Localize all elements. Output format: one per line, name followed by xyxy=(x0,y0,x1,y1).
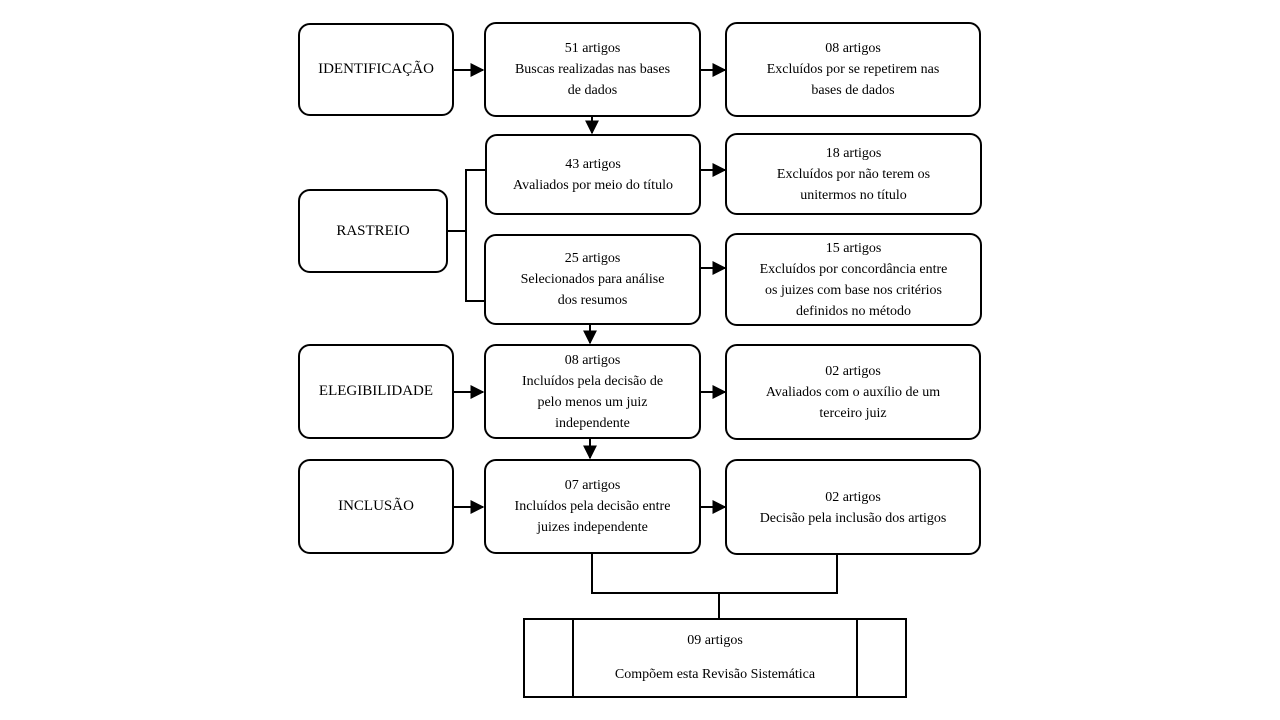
box-count: 02 artigos xyxy=(825,363,881,379)
box-resumos: 25 artigos Selecionados para análise dos… xyxy=(484,234,701,325)
box-text: terceiro juiz xyxy=(819,405,887,421)
stage-identificacao: IDENTIFICAÇÃO xyxy=(298,23,454,116)
box-text: Excluídos por se repetirem nas xyxy=(766,62,940,77)
box-count: 02 artigos xyxy=(825,490,881,505)
rastreio-bracket xyxy=(465,169,486,302)
box-repetidos: 08 artigos Excluídos por se repetirem na… xyxy=(725,22,981,117)
box-text: independente xyxy=(555,415,630,431)
box-text: Decisão pela inclusão dos artigos xyxy=(759,511,947,526)
box-text: Excluídos por não terem os xyxy=(776,166,931,182)
box-decisao: 02 artigos Decisão pela inclusão dos art… xyxy=(725,459,981,555)
stage-label: RASTREIO xyxy=(336,222,410,239)
merge-line xyxy=(591,552,838,594)
box-text: unitermos no título xyxy=(800,187,907,203)
box-text: Incluídos pela decisão de xyxy=(521,373,664,389)
box-juiz: 08 artigos Incluídos pela decisão de pel… xyxy=(484,344,701,439)
box-text: Buscas realizadas nas bases xyxy=(514,62,671,77)
box-count: 08 artigos xyxy=(825,41,881,56)
box-final: 09 artigos Compõem esta Revisão Sistemát… xyxy=(523,618,907,698)
stage-inclusao: INCLUSÃO xyxy=(298,459,454,554)
box-text: Excluídos por concordância entre xyxy=(759,261,948,277)
box-count: 18 artigos xyxy=(825,145,882,161)
box-text: pelo menos um juiz xyxy=(537,394,648,410)
box-count: 25 artigos xyxy=(564,251,621,266)
final-right-bar xyxy=(856,620,858,696)
stage-label: INCLUSÃO xyxy=(338,498,414,514)
stage-elegibilidade: ELEGIBILIDADE xyxy=(298,344,454,439)
box-text: juizes independente xyxy=(537,520,648,535)
box-count: 07 artigos xyxy=(564,478,621,493)
box-busca: 51 artigos Buscas realizadas nas bases d… xyxy=(484,22,701,117)
box-terceiro: 02 artigos Avaliados com o auxílio de um… xyxy=(725,344,981,440)
box-concordancia: 15 artigos Excluídos por concordância en… xyxy=(725,233,982,326)
box-juizes: 07 artigos Incluídos pela decisão entre … xyxy=(484,459,701,554)
final-content: 09 artigos Compõem esta Revisão Sistemát… xyxy=(574,620,856,696)
box-text: Avaliados por meio do título xyxy=(513,177,673,193)
box-titulo: 43 artigos Avaliados por meio do título xyxy=(485,134,701,215)
stage-rastreio: RASTREIO xyxy=(298,189,448,273)
box-count: 09 artigos xyxy=(687,633,743,648)
stage-label: ELEGIBILIDADE xyxy=(318,383,434,399)
box-text: Avaliados com o auxílio de um xyxy=(765,384,941,400)
box-text: os juizes com base nos critérios xyxy=(765,282,942,298)
box-text: Compõem esta Revisão Sistemática xyxy=(614,667,816,682)
box-count: 08 artigos xyxy=(564,352,621,368)
box-count: 43 artigos xyxy=(565,156,621,172)
stage-label: IDENTIFICAÇÃO xyxy=(318,61,434,77)
box-text: bases de dados xyxy=(811,83,895,98)
box-text: Selecionados para análise xyxy=(520,272,665,287)
box-text: de dados xyxy=(567,83,618,98)
box-text: dos resumos xyxy=(557,293,628,308)
box-text: definidos no método xyxy=(795,303,912,319)
box-count: 15 artigos xyxy=(825,240,882,256)
box-count: 51 artigos xyxy=(564,41,621,56)
final-left-bar xyxy=(572,620,574,696)
box-text: Incluídos pela decisão entre xyxy=(514,499,671,514)
box-unitermos: 18 artigos Excluídos por não terem os un… xyxy=(725,133,982,215)
